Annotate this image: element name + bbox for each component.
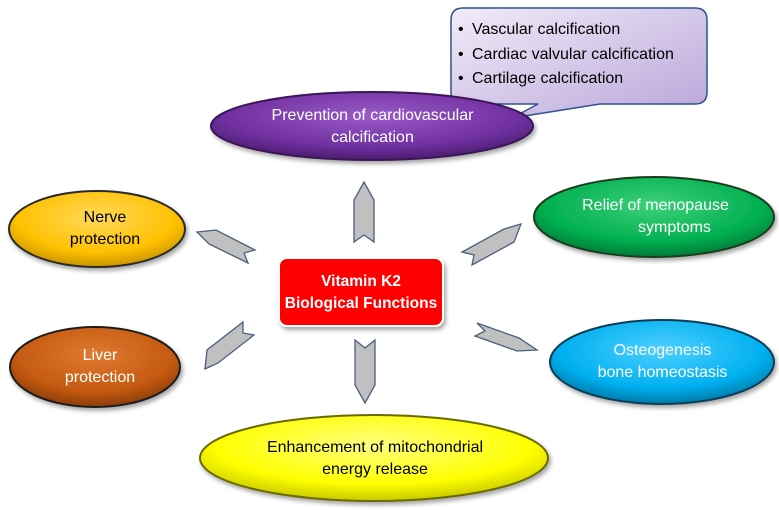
callout-item: Cardiac valvular calcification [458, 43, 708, 68]
callout-item: Cartilage calcification [458, 67, 708, 92]
callout-list: Vascular calcification Cardiac valvular … [458, 18, 708, 92]
ellipse-liver [9, 326, 181, 408]
label-menopause: Relief of menopause symptoms [548, 190, 763, 244]
label-cardiovascular-line1: Prevention of cardiovascular [271, 107, 474, 124]
label-mitochondrial-line2: energy release [322, 461, 428, 478]
label-osteogenesis-line2: bone homeostasis [597, 364, 728, 381]
arrow-to-liver [204, 320, 256, 371]
arrow-to-menopause [460, 223, 523, 267]
ellipse-osteogenesis [549, 319, 775, 405]
label-nerve-line1: Nerve [83, 209, 127, 226]
label-menopause-line1: Relief of menopause [582, 197, 729, 214]
ellipse-cardiovascular [210, 91, 534, 161]
label-nerve-line2: protection [69, 231, 141, 248]
label-liver: Liver protection [25, 340, 175, 394]
arrow-to-nerve [195, 229, 257, 265]
center-title: Vitamin K2 Biological Functions [282, 262, 440, 324]
label-liver-line1: Liver [82, 347, 118, 364]
center-title-line1: Vitamin K2 [321, 273, 401, 290]
label-cardiovascular: Prevention of cardiovascular calcificati… [235, 100, 510, 154]
center-box [278, 257, 444, 327]
ellipse-mitochondrial [199, 414, 549, 502]
label-mitochondrial-line1: Enhancement of mitochondrial [266, 439, 484, 456]
arrow-to-mitochondrial [354, 338, 376, 405]
arrow-to-cardiovascular [353, 180, 375, 244]
label-nerve: Nerve protection [30, 202, 180, 256]
callout-item: Vascular calcification [458, 18, 708, 43]
ellipse-nerve [8, 190, 186, 268]
label-menopause-line2: symptoms [638, 219, 711, 236]
center-title-line2: Biological Functions [284, 295, 438, 312]
arrows [195, 180, 539, 405]
label-osteogenesis-line1: Osteogenesis [613, 342, 712, 359]
label-cardiovascular-line2: calcification [331, 129, 414, 146]
arrow-to-osteogenesis [473, 322, 539, 352]
ellipse-menopause [533, 176, 775, 258]
label-osteogenesis: Osteogenesis bone homeostasis [560, 335, 765, 389]
label-liver-line2: protection [64, 369, 136, 386]
label-mitochondrial: Enhancement of mitochondrial energy rele… [220, 432, 530, 486]
